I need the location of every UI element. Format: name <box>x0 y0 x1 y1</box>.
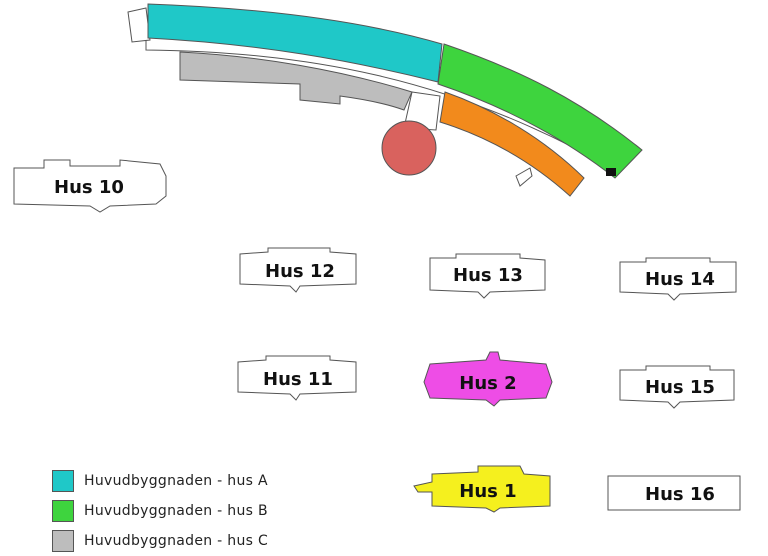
legend-item-hus-b: Huvudbyggnaden - hus B <box>52 496 268 526</box>
hus-10-label: Hus 10 <box>54 177 124 198</box>
ramp-detail <box>515 167 533 187</box>
orange-wing[interactable] <box>439 91 585 197</box>
hus-14-label: Hus 14 <box>645 269 715 290</box>
building-hus-1[interactable]: Hus 1 <box>413 465 551 513</box>
round-building[interactable] <box>381 120 437 176</box>
map-legend: Huvudbyggnaden - hus A Huvudbyggnaden - … <box>52 466 268 556</box>
legend-label: Huvudbyggnaden - hus C <box>84 533 269 549</box>
hus-12-label: Hus 12 <box>265 261 335 282</box>
building-hus-14[interactable]: Hus 14 <box>619 257 737 301</box>
legend-item-hus-a: Huvudbyggnaden - hus A <box>52 466 268 496</box>
legend-swatch-hus-a <box>52 470 74 492</box>
building-hus-16[interactable]: Hus 16 <box>607 475 741 511</box>
connector-building <box>403 91 441 131</box>
legend-label: Huvudbyggnaden - hus B <box>84 503 268 519</box>
legend-swatch-hus-b <box>52 500 74 522</box>
hus-16-label: Hus 16 <box>645 484 715 505</box>
building-hus-2[interactable]: Hus 2 <box>423 351 553 407</box>
hus-13-label: Hus 13 <box>453 265 523 286</box>
building-hus-13[interactable]: Hus 13 <box>429 253 546 299</box>
building-hus-15[interactable]: Hus 15 <box>619 365 735 409</box>
main-building-annex <box>127 7 151 43</box>
legend-item-hus-c: Huvudbyggnaden - hus C <box>52 526 268 556</box>
building-hus-10[interactable]: Hus 10 <box>13 159 167 213</box>
legend-label: Huvudbyggnaden - hus A <box>84 473 268 489</box>
hus-2-label: Hus 2 <box>459 373 516 394</box>
hus-1-label: Hus 1 <box>459 481 516 502</box>
hus-15-label: Hus 15 <box>645 377 715 398</box>
building-hus-12[interactable]: Hus 12 <box>239 247 357 293</box>
entrance-marker <box>606 168 616 176</box>
building-hus-11[interactable]: Hus 11 <box>237 355 357 401</box>
hus-b-wing[interactable] <box>437 43 643 179</box>
hus-11-label: Hus 11 <box>263 369 333 390</box>
